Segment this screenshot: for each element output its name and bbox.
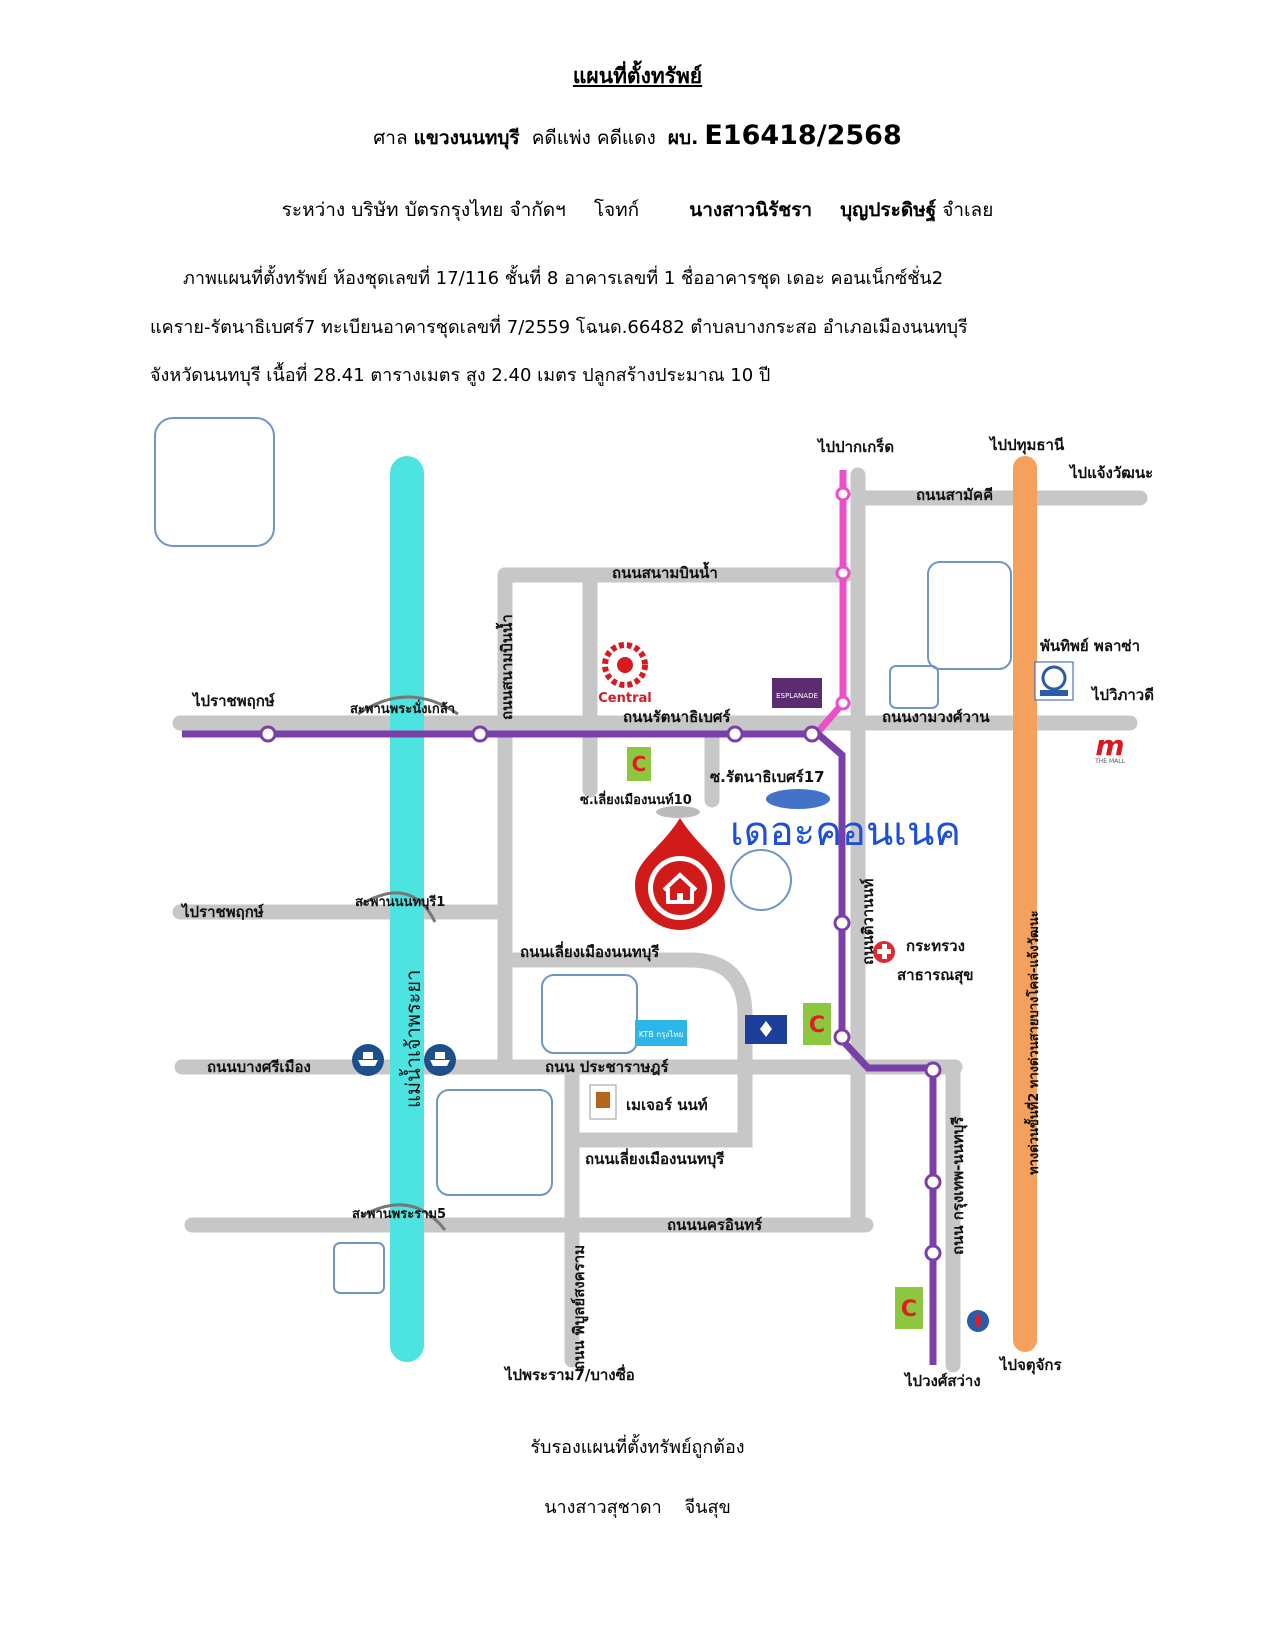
label-phanthip: พันทิพย์ พลาซ่า [1040, 637, 1140, 655]
label-nonthaburi-1: สะพานนนทบุรี1 [355, 894, 445, 910]
label-pak-kret: ไปปากเกร็ด [816, 437, 894, 456]
label-chao-phraya: แม่น้ำเจ้าพระยา [399, 970, 425, 1108]
project-name: เดอะคอนเนค [730, 809, 961, 855]
case-prefix: ผบ. [667, 127, 699, 149]
signer-name: นางสาวสุชาดา จีนสุข [544, 1497, 731, 1518]
case-type: คดีแพ่ง คดีแดง [531, 127, 656, 149]
label-tiwanon: ถนนติวานนท์ [859, 878, 877, 965]
label-pathum: ไปปทุมธานี [988, 435, 1065, 455]
label-ngamwongwan: ถนนงามวงศ์วาน [882, 708, 990, 726]
defendant-surname: บุญประดิษฐ์ [840, 199, 937, 221]
map-placeholder-boxes [154, 417, 1012, 1294]
description-line-3: จังหวัดนนทบุรี เนื้อที่ 28.41 ตารางเมตร … [150, 365, 771, 386]
bridge-arcs [357, 695, 459, 1231]
road-network [172, 467, 1148, 1373]
esplanade-logo: ESPLANADE [772, 678, 822, 708]
major-logo [589, 1084, 617, 1120]
central-logo: Central [598, 642, 652, 706]
description-line-1: ภาพแผนที่ตั้งทรัพย์ ห้องชุดเลขที่ 17/116… [183, 268, 944, 289]
location-pin-icon [634, 806, 725, 931]
label-vibhavadi: ไปวิภาวดี [1090, 685, 1154, 704]
label-wong-sawang: ไปวงศ์สว่าง [903, 1371, 981, 1390]
page-title: แผนที่ตั้งทรัพย์ [572, 64, 703, 88]
plaintiff-name: ระหว่าง บริษัท บัตรกรุงไทย จำกัดฯ [281, 199, 566, 221]
label-pracharat: ถนน ประชาราษฎร์ [545, 1058, 669, 1076]
the-mall-logo: m THE MALL [1094, 729, 1125, 765]
the-mall-logo-text: THE MALL [1094, 758, 1125, 765]
label-samakkhi: ถนนสามัคคี [916, 486, 993, 504]
label-nakhon-in: ถนนนครอินทร์ [667, 1216, 763, 1234]
ferry-icons [352, 1044, 456, 1076]
parties-line: ระหว่าง บริษัท บัตรกรุงไทย จำกัดฯ โจทก์ … [0, 195, 1275, 225]
map-circle-placeholder [730, 849, 792, 911]
svg-text:C: C [901, 1297, 917, 1322]
svg-text:C: C [809, 1013, 825, 1038]
certify-text: รับรองแผนที่ตั้งทรัพย์ถูกต้อง [530, 1437, 745, 1458]
defendant-name: นางสาวนิรัชรา [689, 199, 813, 221]
defendant-label: จำเลย [942, 199, 994, 221]
gas-station-icon [967, 1310, 989, 1332]
case-number: E16418/2568 [704, 120, 902, 151]
label-rama7: ไปพระราม7/บางซื่อ [503, 1364, 635, 1384]
court-name: แขวงนนทบุรี [413, 127, 520, 149]
label-sanambin-vertical: ถนนสนามบินน้ำ [495, 614, 516, 720]
label-ministry-2: สาธารณสุข [897, 966, 974, 985]
label-liang-mueang-1: ถนนเลี่ยงเมืองนนทบุรี [520, 941, 660, 962]
ktb-logo-text: KTB กรุงไทย [639, 1030, 684, 1039]
svg-text:C: C [632, 752, 647, 776]
svg-text:m: m [1095, 729, 1124, 762]
label-liang-mueang-2: ถนนเลี่ยงเมืองนนทบุรี [585, 1148, 725, 1169]
label-phra-ram-5: สะพานพระราม5 [352, 1207, 446, 1222]
label-phibun: ถนน พิบูลย์สงคราม [570, 1245, 589, 1370]
phanthip-logo [1034, 661, 1074, 701]
label-chatuchak: ไปจตุจักร [998, 1355, 1062, 1375]
label-krungthep-nonthaburi: ถนน กรุงเทพ-นนทบุรี [949, 1116, 968, 1255]
ktb-logo: KTB กรุงไทย [635, 1020, 687, 1046]
court-line: ศาล แขวงนนทบุรี คดีแพ่ง คดีแดง ผบ. E1641… [0, 120, 1275, 153]
label-sanambin: ถนนสนามบินน้ำ [612, 561, 718, 582]
label-soi17: ซ.รัตนาธิเบศร์17 [710, 768, 825, 786]
label-soi10: ซ.เลี่ยงเมืองนนท์10 [580, 790, 692, 808]
bigc-logo: C C C [627, 747, 923, 1329]
label-rattanathibet: ถนนรัตนาธิเบศร์ [623, 708, 731, 726]
central-logo-text: Central [598, 691, 651, 706]
court-prefix: ศาล [373, 127, 408, 149]
description-line-2: แคราย-รัตนาธิเบศร์7 ทะเบียนอาคารชุดเลขที… [150, 317, 968, 338]
label-bang-si-mueang: ถนนบางศรีเมือง [207, 1058, 311, 1076]
bank-logo [745, 1015, 787, 1044]
hospital-icon [873, 941, 895, 963]
label-chaeng: ไปแจ้งวัฒนะ [1068, 463, 1153, 482]
label-major: เมเจอร์ นนท์ [626, 1096, 708, 1114]
label-ministry-1: กระทรวง [906, 937, 965, 955]
label-phra-nang-klao: สะพานพระนั่งเกล้า [350, 699, 455, 717]
label-ratchaphruek-1: ไปราชพฤกษ์ [191, 691, 275, 710]
plaintiff-label: โจทก์ [593, 199, 640, 221]
project-marker [766, 789, 830, 809]
rail-stations [259, 486, 942, 1262]
esplanade-logo-text: ESPLANADE [776, 692, 818, 700]
label-expressway: ทางด่วนขั้นที่2 ทางด่วนสายบางโคล่-แจ้งวั… [1023, 910, 1042, 1175]
label-ratchaphruek-2: ไปราชพฤกษ์ [180, 902, 264, 921]
